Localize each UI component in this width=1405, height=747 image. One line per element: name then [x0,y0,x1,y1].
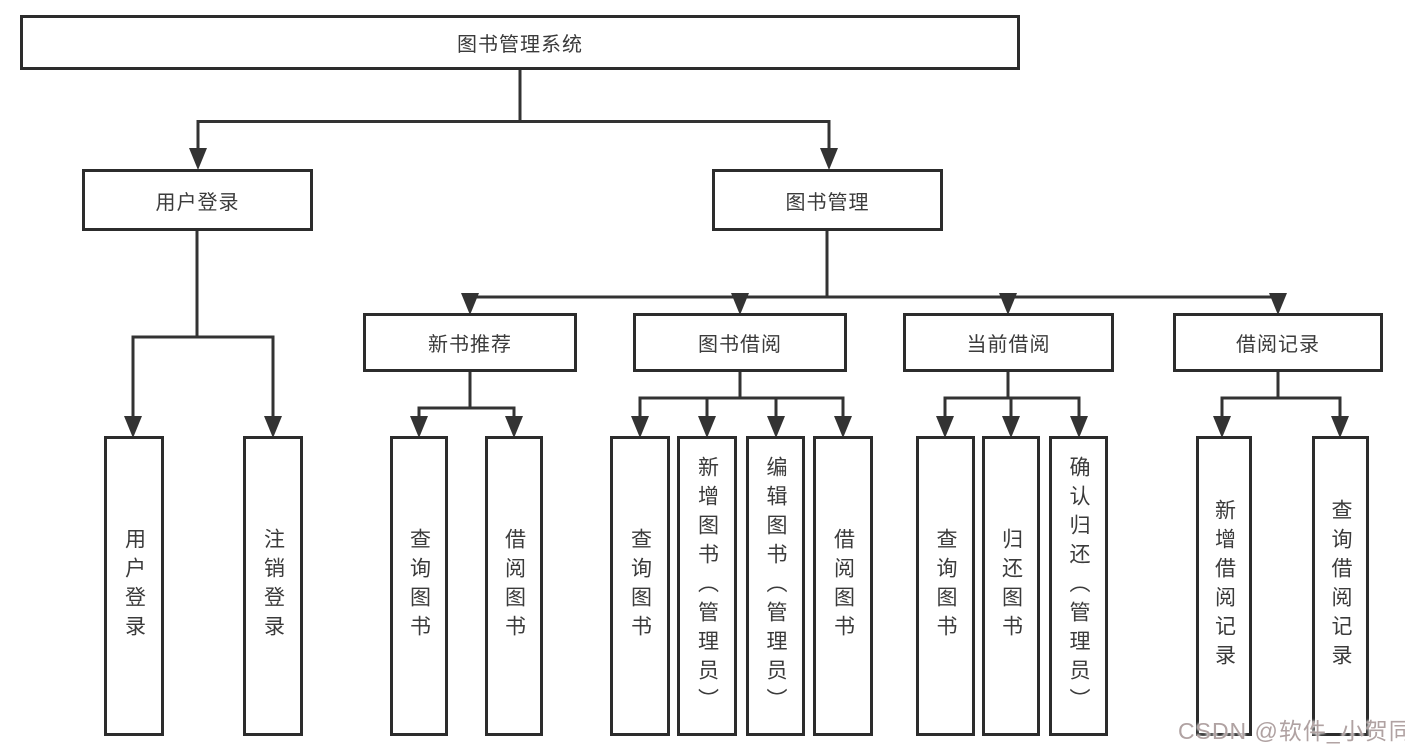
leaf-current-query-books-label: 查询图书 [934,528,957,644]
leaf-add-books-admin: 新增图书（管理员） [677,436,737,736]
csdn-watermark: CSDN @软件_小贺同学 [1178,718,1405,744]
leaf-edit-books-admin-label: 编辑图书（管理员） [764,455,787,717]
leaf-borrow-query-books-label: 查询图书 [628,528,652,644]
leaf-logout-label: 注销登录 [261,528,285,644]
node-new-book-recommend: 新书推荐 [363,313,577,372]
leaf-borrow-books-label: 借阅图书 [831,528,855,644]
node-book-management-label: 图书管理 [785,191,870,214]
leaf-user-login: 用户登录 [104,436,164,736]
leaf-confirm-return-admin-label: 确认归还（管理员） [1067,455,1090,717]
leaf-recommend-query-books: 查询图书 [390,436,448,736]
node-new-book-recommend-label: 新书推荐 [428,334,512,356]
leaf-logout: 注销登录 [243,436,303,736]
arrowheads [124,148,1349,438]
leaf-current-query-books: 查询图书 [916,436,975,736]
node-root-system-label: 图书管理系统 [457,34,583,56]
leaf-user-login-label: 用户登录 [122,528,146,644]
leaf-add-borrow-record: 新增借阅记录 [1196,436,1252,736]
node-current-borrow: 当前借阅 [903,313,1114,372]
leaf-query-borrow-record-label: 查询借阅记录 [1329,499,1352,673]
leaf-edit-books-admin: 编辑图书（管理员） [746,436,805,736]
leaf-confirm-return-admin: 确认归还（管理员） [1049,436,1108,736]
leaf-recommend-borrow-books: 借阅图书 [485,436,543,736]
leaf-return-books-label: 归还图书 [999,528,1023,644]
leaf-add-borrow-record-label: 新增借阅记录 [1212,499,1236,673]
node-root-system: 图书管理系统 [20,15,1020,70]
leaf-borrow-query-books: 查询图书 [610,436,670,736]
leaf-recommend-borrow-books-label: 借阅图书 [502,528,526,644]
leaf-recommend-query-books-label: 查询图书 [407,528,431,644]
leaf-borrow-books: 借阅图书 [813,436,873,736]
node-book-borrow-label: 图书借阅 [698,334,782,356]
node-borrow-record: 借阅记录 [1173,313,1383,372]
node-user-login: 用户登录 [82,169,313,231]
leaf-add-books-admin-label: 新增图书（管理员） [695,455,719,717]
leaf-query-borrow-record: 查询借阅记录 [1312,436,1369,736]
node-book-management: 图书管理 [712,169,943,231]
node-borrow-record-label: 借阅记录 [1236,334,1320,356]
node-user-login-label: 用户登录 [155,191,240,214]
node-current-borrow-label: 当前借阅 [966,334,1051,356]
node-book-borrow: 图书借阅 [633,313,847,372]
leaf-return-books: 归还图书 [982,436,1040,736]
